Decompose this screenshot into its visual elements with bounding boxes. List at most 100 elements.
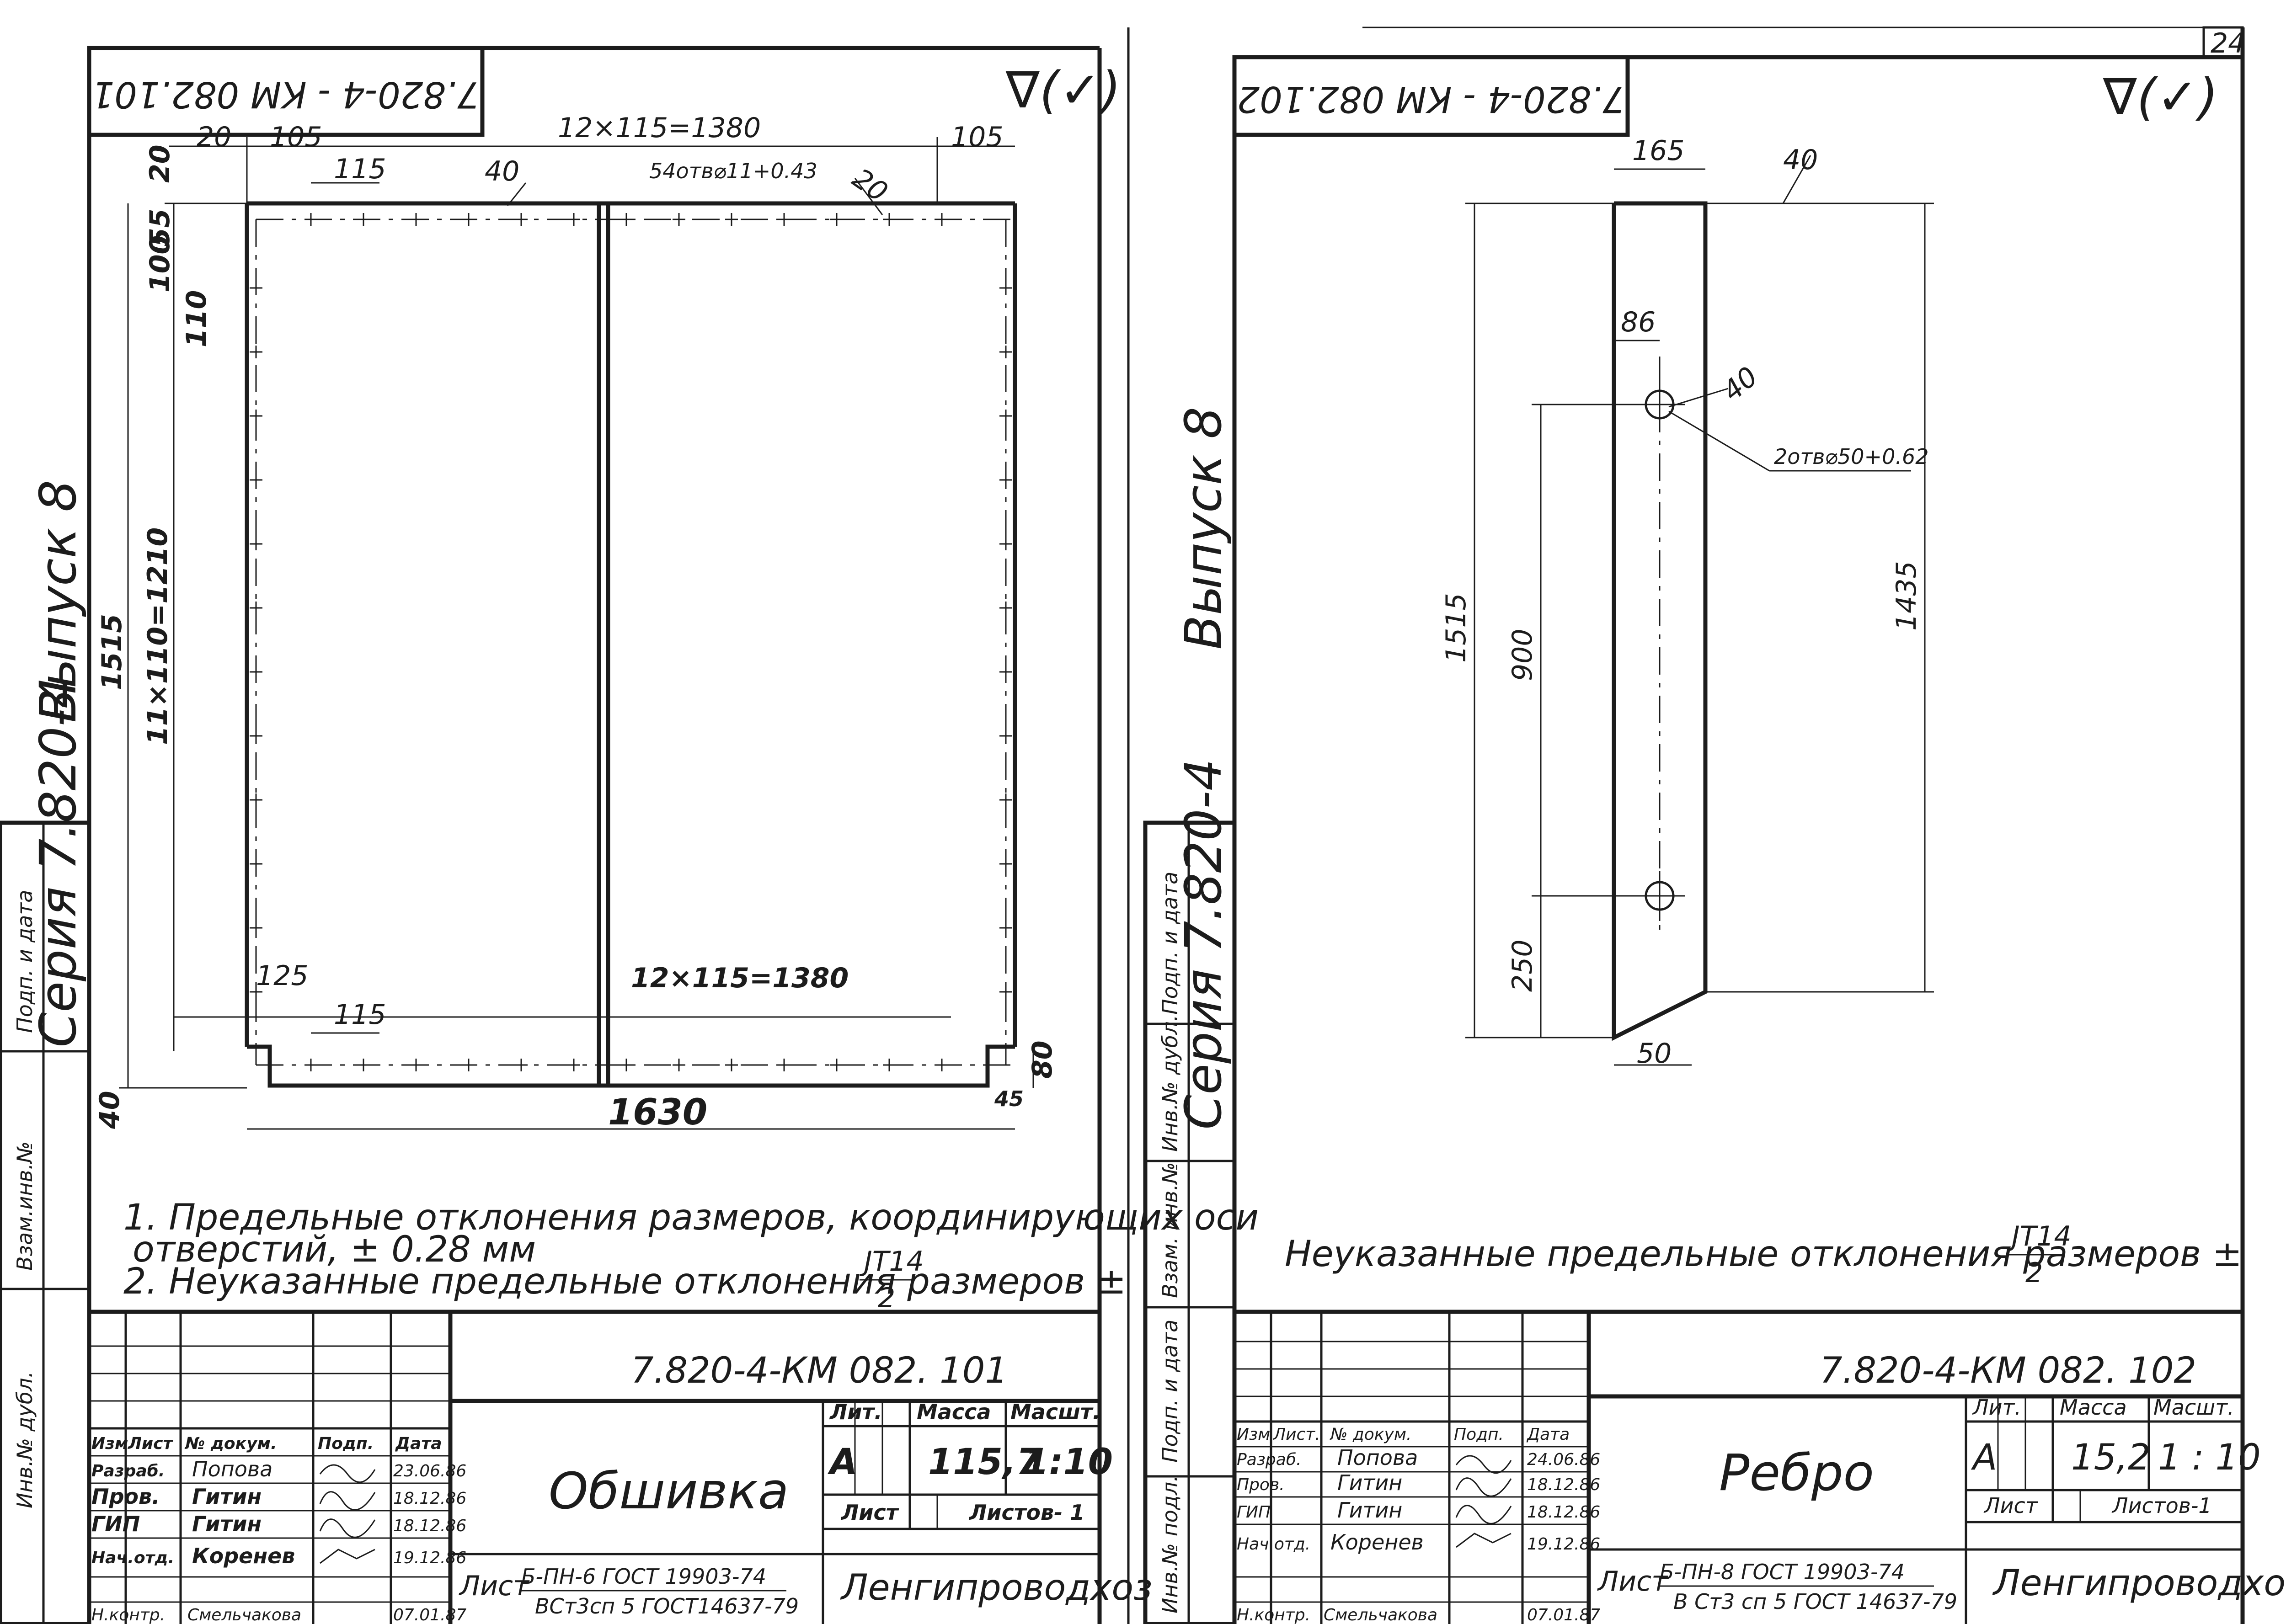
left-note-fraction-top: JT14 [860,1246,924,1278]
dim-1630: 1630 [608,1092,707,1133]
right-row-role: Нач.отд. [1237,1535,1310,1554]
dim-50: 50 [1637,1038,1672,1070]
weld-mark-mid: 40 [1717,361,1764,408]
right-strip-label: Инв.№ подл. [1158,1475,1182,1613]
right-doc-code: 7.820-4-КМ 082. 102 [1820,1350,2196,1391]
dim-86: 86 [1621,306,1656,338]
left-row-date: 19.12.86 [393,1549,466,1567]
dim-v1435: 1435 [1891,561,1923,631]
right-org: Ленгипроводхоз [1992,1563,2286,1604]
left-strip-label: Подп. и дата [12,890,37,1033]
left-title-block [89,1310,1100,1624]
right-top-stamp-box [1232,55,1630,137]
right-col-date: Дата [1526,1425,1570,1444]
left-material-top: Б-ПН-6 ГОСТ 19903-74 [521,1564,766,1589]
signature-scribble [1455,1455,1512,1474]
right-scale-value: 1 : 10 [2158,1437,2261,1478]
right-row-name: Гитин [1337,1498,1402,1523]
signature-scribble [1455,1477,1512,1497]
right-note-fraction-bottom: 2 [2025,1257,2043,1289]
weld-mark-top-right: 40 [1783,144,1818,176]
left-mass-value: 115,7 [928,1442,1041,1483]
left-row-role: Пров. [91,1484,160,1509]
right-row-name: Смельчакова [1324,1606,1437,1624]
signature-scribble [319,1464,376,1483]
left-row-date: 07.01.87 [393,1606,466,1624]
right-material-prefix: Лист [1597,1565,1668,1597]
dim-105-left: 105 [270,121,322,153]
right-title-block [1234,1310,2243,1624]
left-note-fraction-bottom: 2 [878,1282,895,1314]
signature-scribble [320,1549,375,1564]
dim-v1515-right: 1515 [1440,593,1472,663]
right-col-izm: Изм [1237,1425,1270,1444]
signature-scribble [1455,1505,1512,1524]
right-sheet: 24 7.820-4 - КМ 082.102 ∇(✓) Выпуск 8 Се… [1143,26,2286,1624]
dim-v110: 110 [181,290,213,347]
left-sheets-label: Листов- 1 [968,1500,1084,1525]
dim-bottom-chain: 12×115=1380 [631,962,849,994]
right-material-top: Б-ПН-8 ГОСТ 19903-74 [1660,1560,1905,1584]
dim-v1515: 1515 [96,614,128,690]
dim-115-bottom: 115 [334,999,386,1031]
left-strip-label: Инв.№ дубл. [12,1371,37,1508]
left-scale-header: Масшт. [1010,1400,1100,1424]
left-signature-rows: Разраб. Попова 23.06.86 Пров. Гитин 18.1… [91,1457,466,1624]
right-note-fraction-top: JT14 [2007,1220,2072,1252]
left-row-role: ГИП [91,1512,140,1536]
left-row-name: Гитин [192,1484,262,1509]
left-side-issue: Выпуск 8 [29,480,87,723]
left-top-stamp-box [87,46,485,137]
signature-scribble [319,1518,376,1538]
right-lit-value: A [1971,1437,1997,1478]
dim-top-overall: 12×115=1380 [558,112,761,144]
sheet-number: 24 [2211,27,2245,59]
left-note-1: 1. Предельные отклонения размеров, коорд… [123,1197,1259,1238]
right-top-stamp: 7.820-4 - КМ 082.102 [1237,78,1625,119]
signature-scribble [1456,1533,1512,1548]
left-dimension-lines [119,137,1034,1130]
dim-v20: 20 [144,145,176,183]
right-scale-header: Масшт. [2153,1395,2234,1420]
left-strip-label: Взам.инв.№ [12,1141,37,1271]
plate-outline [245,201,1017,1088]
left-lit-value: A [827,1442,857,1483]
holes-callout: 54отв⌀11+0.43 [649,159,817,183]
left-scale-value: 1:10 [1024,1442,1113,1483]
dim-v45: 45 [994,1086,1024,1111]
right-material-bottom: В Ст3 сп 5 ГОСТ 14637-79 [1673,1589,1957,1614]
left-org: Ленгипроводхоз [840,1567,1153,1608]
rib-holes-callout: 2отв⌀50+0.62 [1774,444,1929,469]
left-sheet: 7.820-4 - КМ 082.101 ∇(✓) Выпуск 8 Серия… [0,46,1259,1624]
left-col-date: Дата [395,1434,442,1453]
left-row-role: Нач.отд. [91,1549,174,1567]
right-row-name: Гитин [1337,1470,1402,1495]
dim-165: 165 [1632,135,1685,167]
dim-105-right: 105 [951,121,1004,153]
sheet-number-box [2202,26,2244,59]
dim-20-left: 20 [197,121,231,153]
left-row-date: 18.12.86 [393,1489,466,1508]
left-col-doc: № докум. [184,1434,277,1453]
left-col-izm: Изм [91,1434,128,1453]
right-dimension-lines [1465,155,1934,1066]
right-col-sign: Подп. [1454,1425,1504,1444]
right-sheet-label: Лист [1983,1493,2038,1518]
right-side-series: Серия 7.820-4 [1174,759,1233,1130]
right-sheets-label: Листов-1 [2111,1493,2212,1518]
right-strip-label: Подп. и дата [1158,872,1182,1015]
right-row-role: ГИП [1237,1503,1271,1522]
dim-v80: 80 [1026,1041,1058,1079]
right-note: Неуказанные предельные отклонения размер… [1285,1234,2242,1275]
right-strip-label: Взам. инв.№ [1158,1162,1182,1298]
left-doc-code: 7.820-4-КМ 082. 101 [631,1350,1008,1391]
left-material-bottom: ВСт3сп 5 ГОСТ14637-79 [535,1594,799,1619]
dim-v55: 55 [144,209,176,247]
left-mass-header: Масса [917,1400,991,1424]
right-roughness-symbol: ∇(✓) [2103,68,2218,126]
left-roughness-symbol: ∇(✓) [1005,61,1121,119]
left-row-name: Гитин [192,1512,262,1536]
right-row-name: Попова [1337,1445,1418,1470]
right-row-name: Коренев [1330,1530,1424,1555]
